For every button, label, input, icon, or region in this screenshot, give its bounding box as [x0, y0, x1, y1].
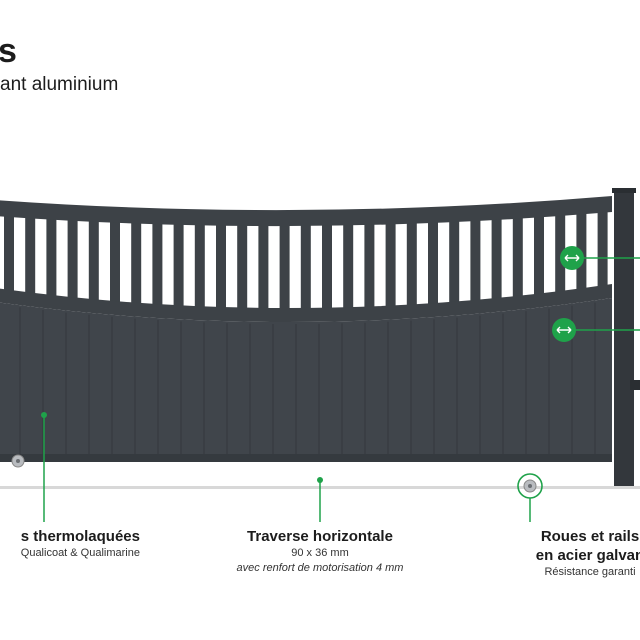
gate-picket [534, 209, 544, 303]
gate-picket [428, 215, 438, 312]
callout-wheels: Roues et rails en acier galvan Résistanc… [510, 527, 640, 580]
gate-picket [216, 217, 226, 315]
callout-wheels-line1: Résistance garanti [544, 566, 636, 578]
gate-picket [385, 216, 396, 314]
gate-picket [25, 210, 36, 300]
callout-crossbar-line2: avec renfort de motorisation 4 mm [236, 562, 404, 574]
wheel-icon [11, 454, 25, 468]
gate-lower-panel [0, 298, 612, 460]
gate-picket [512, 211, 523, 305]
callout-crossbar: Traverse horizontale 90 x 36 mm avec ren… [220, 527, 420, 576]
gate-picket [279, 218, 290, 317]
gate-picket [322, 217, 332, 316]
gate-post-cap [612, 188, 636, 193]
gate-bottom-rail [0, 454, 612, 462]
gate-picket [152, 216, 163, 312]
callout-wheels-title2: en acier galvan [535, 547, 640, 564]
gate-picket [343, 217, 354, 316]
callout-wheels-title1: Roues et rails [540, 528, 640, 545]
page-title: s [0, 32, 18, 70]
double-arrow-icon [552, 318, 640, 342]
gate-picket [406, 215, 417, 313]
callout-crossbar-line1: 90 x 36 mm [291, 547, 349, 559]
gate-picket [173, 216, 184, 313]
gate-post [614, 190, 634, 486]
double-arrow-icon [560, 246, 640, 270]
gate-picket [364, 217, 375, 315]
gate-picket [67, 212, 78, 305]
gate-post-bracket [630, 380, 640, 390]
gate-picket [555, 208, 566, 300]
callout-finish-title: s thermolaquées [20, 528, 140, 545]
page-subtitle: ant aluminium [0, 74, 119, 95]
gate-picket [88, 213, 99, 307]
callout-finish: s thermolaquées Qualicoat & Qualimarine [0, 527, 140, 561]
gate-top-rail [0, 196, 612, 227]
gate-picket [4, 208, 14, 298]
callout-finish-line1: Qualicoat & Qualimarine [20, 547, 140, 559]
gate-picket [597, 205, 608, 295]
gate-picket [110, 214, 120, 309]
gate-picket [46, 211, 57, 303]
gate-picket [237, 217, 248, 316]
gate-panel-grooves [19, 302, 596, 454]
gate-picket [131, 215, 142, 311]
gate-picket [194, 217, 205, 314]
gate-picket [258, 218, 269, 316]
gate-picket [491, 212, 502, 307]
callout-pointer-left [41, 412, 47, 522]
gate-middle-rail [0, 284, 612, 323]
callout-crossbar-title: Traverse horizontale [247, 528, 393, 545]
gate-picket [470, 213, 481, 309]
gate-picket [449, 214, 460, 311]
callout-pointer-center [317, 477, 323, 522]
gate-picket [300, 218, 311, 317]
